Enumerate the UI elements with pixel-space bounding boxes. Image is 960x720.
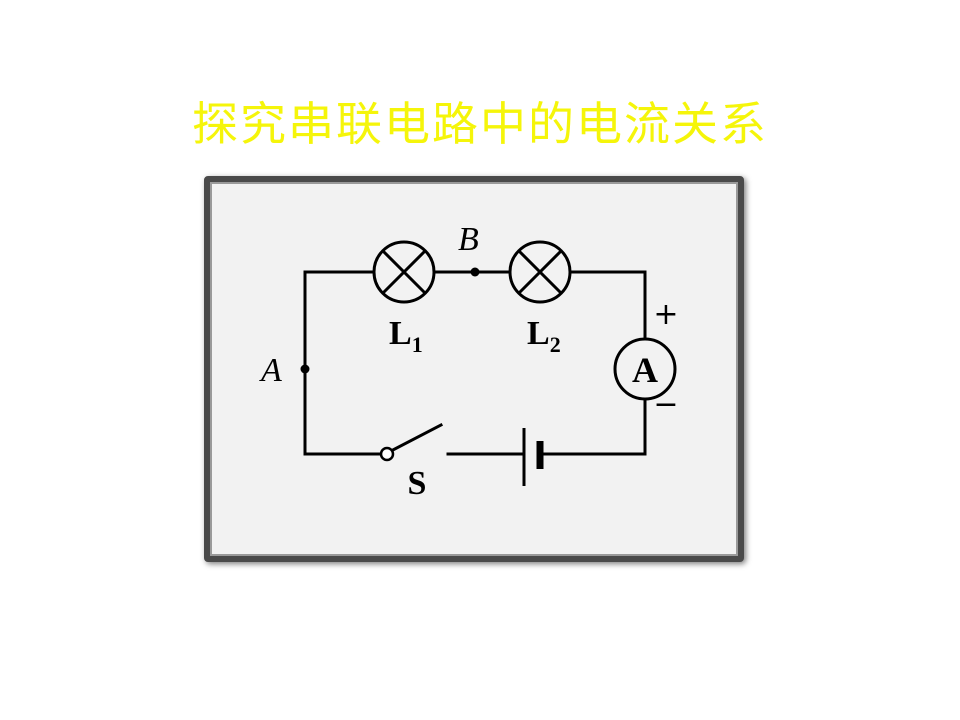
battery-symbol [522,428,544,486]
switch-label: S [408,465,427,502]
lamp-l2-label: L2 [527,315,561,357]
point-a-label: A [259,352,282,389]
ammeter-symbol [613,337,677,401]
wire-left [303,270,385,456]
point-b-dot [470,267,480,277]
ammeter-plus-sign: + [653,297,678,332]
lamp-l1-symbol [372,240,436,304]
point-b-label: B [458,221,479,258]
page-title: 探究串联电路中的电流关系 [192,97,768,151]
lamp-l2-symbol [508,240,572,304]
switch-pivot [379,446,395,462]
point-a-dot [300,364,310,374]
wire-right-lower [543,396,647,456]
ammeter-minus-sign: − [653,387,678,422]
lamp-l1-label: L1 [389,315,423,357]
wire-top-right [568,270,647,342]
ammeter-label: A [632,350,658,390]
switch-blade [388,422,444,454]
